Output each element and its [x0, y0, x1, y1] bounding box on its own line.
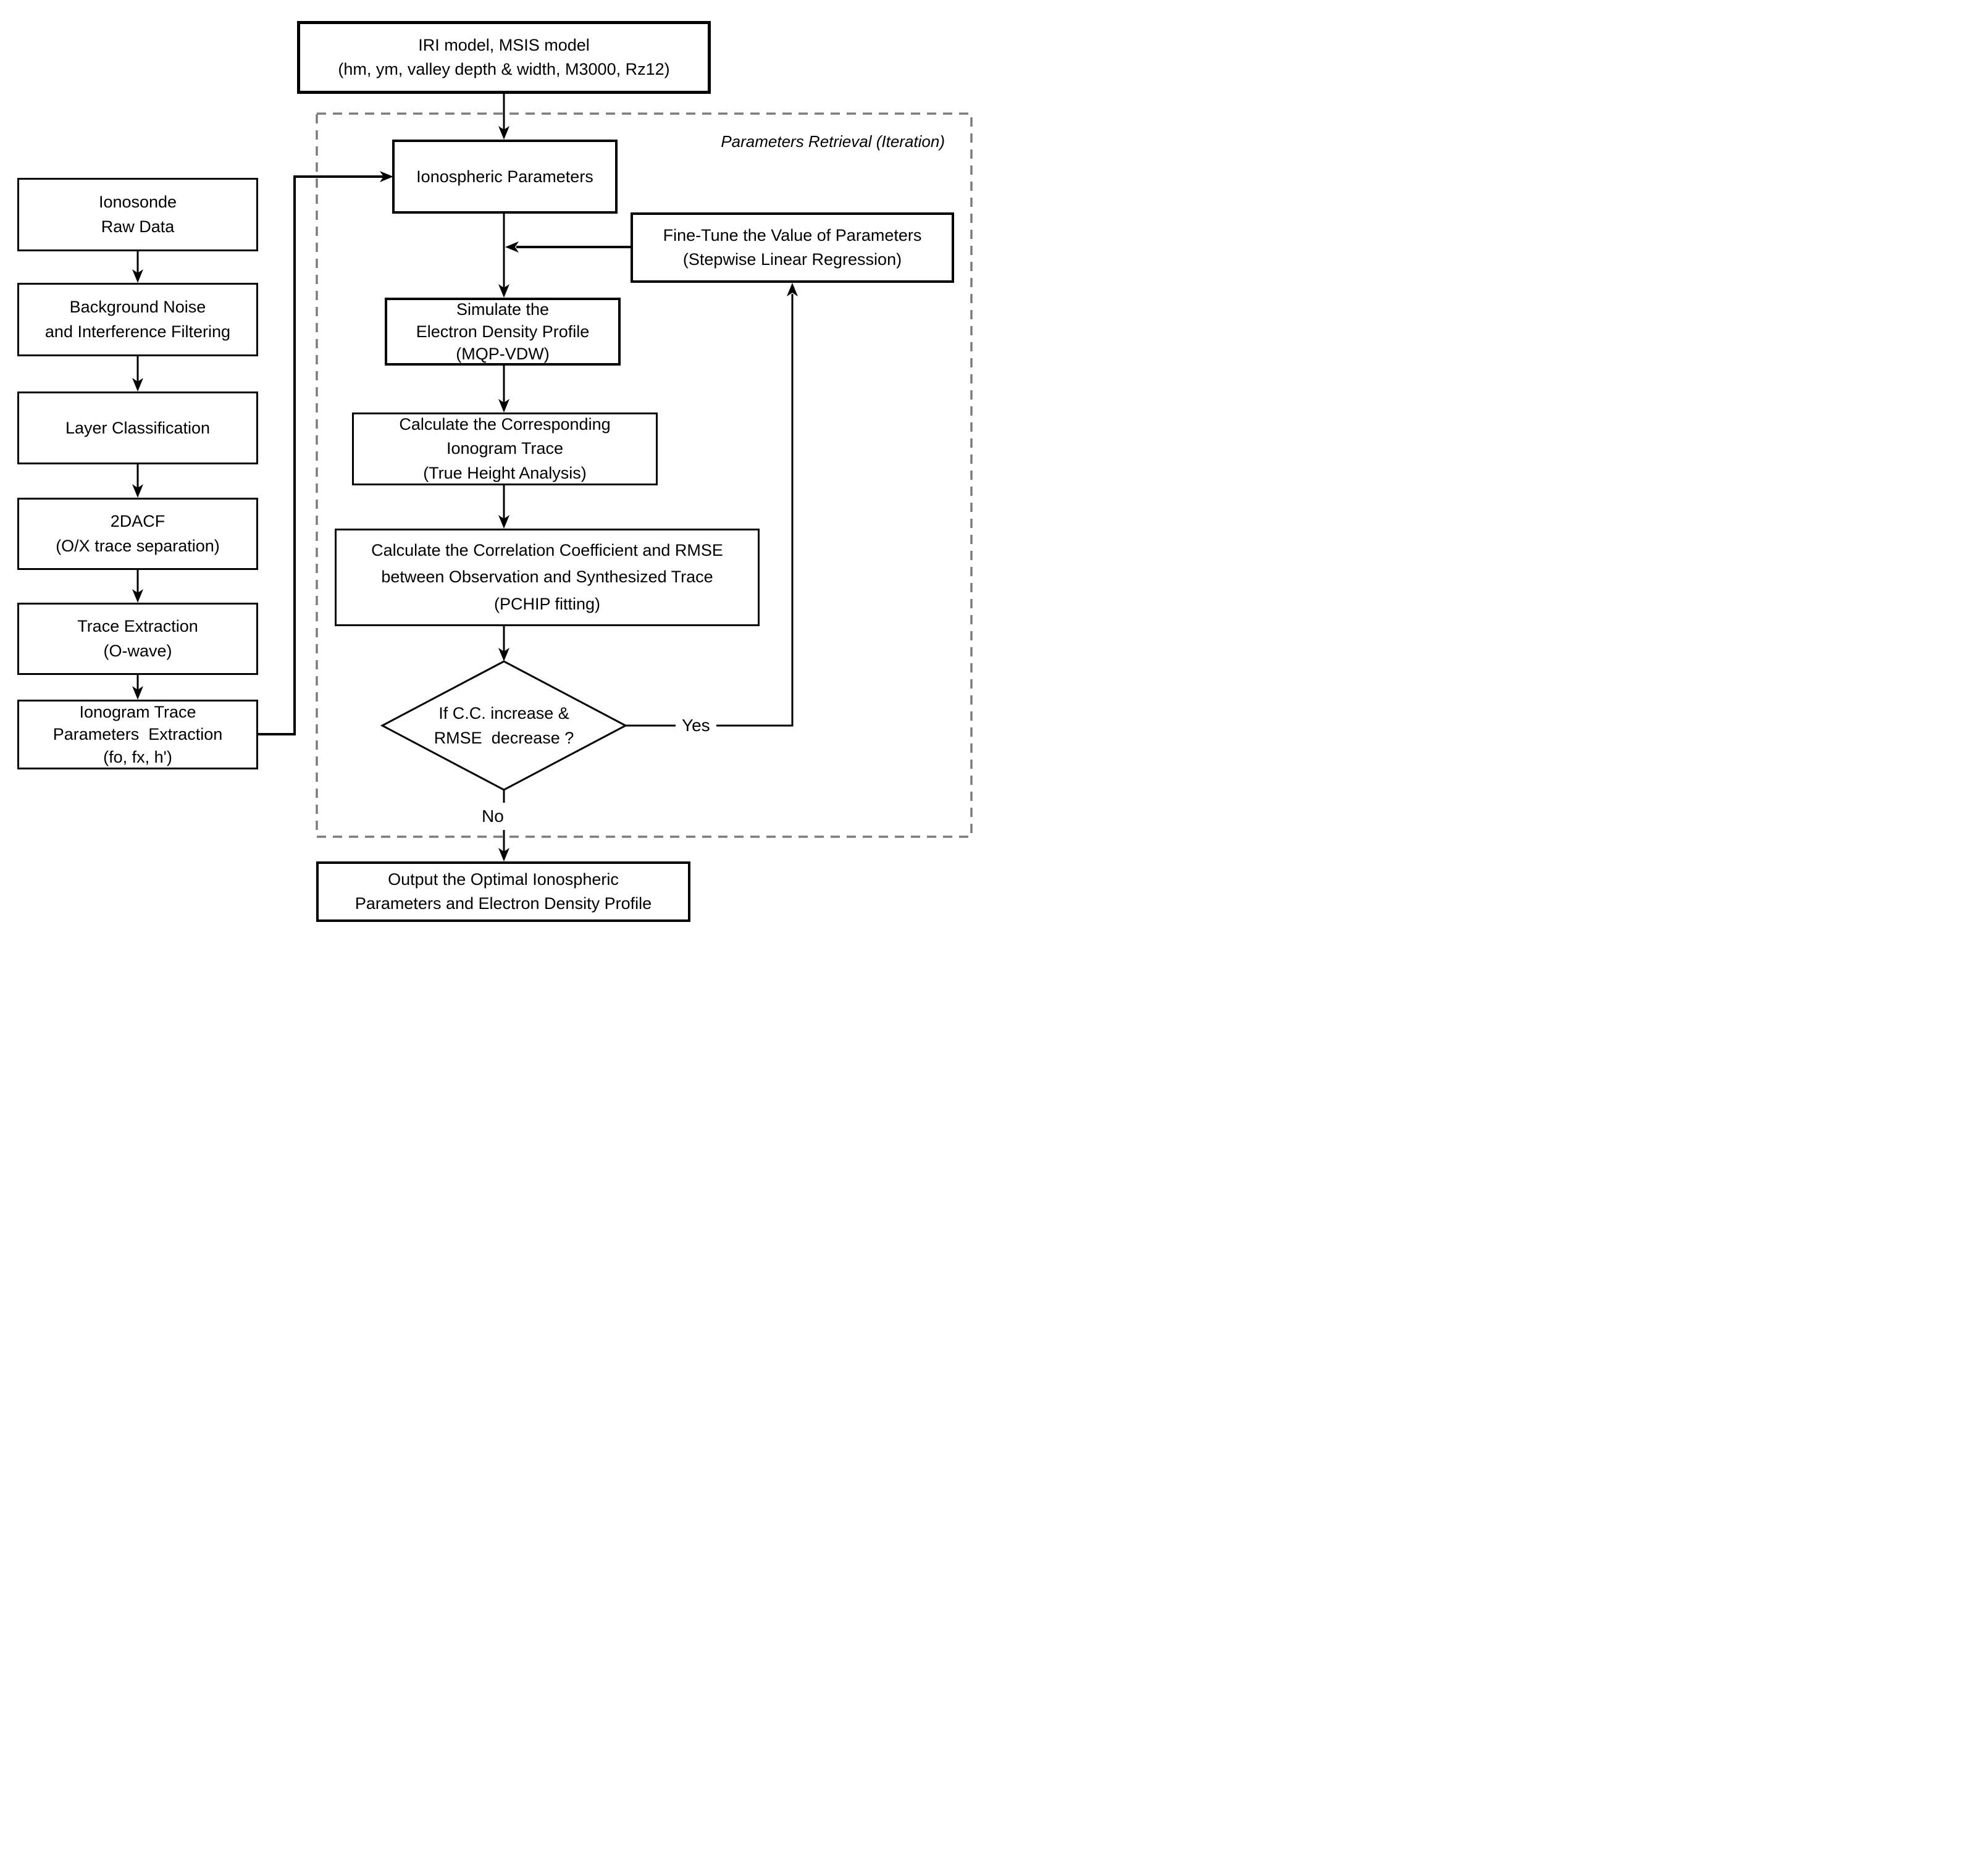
arrow-finetune-to-junction [505, 241, 631, 253]
node-calculate-cc-rmse: Calculate the Correlation Coefficient an… [335, 529, 760, 626]
arrow-ionosonde-to-background [132, 251, 143, 283]
decision-text: If C.C. increase & RMSE decrease ? [434, 703, 574, 748]
arrow-trace-to-ionogram-params [132, 675, 143, 700]
node-2dacf: 2DACF (O/X trace separation) [17, 498, 258, 570]
node-ionospheric-parameters: Ionospheric Parameters [392, 140, 618, 214]
arrow-calc-cc-to-decision [498, 626, 509, 661]
node-ionogram-trace-parameters: Ionogram Trace Parameters Extraction (fo… [17, 700, 258, 769]
node-background-noise-filtering: Background Noise and Interference Filter… [17, 283, 258, 356]
edge-label-no: No [476, 803, 510, 830]
iteration-region-label: Parameters Retrieval (Iteration) [721, 132, 945, 151]
arrow-simulate-to-calc-trace [498, 366, 509, 412]
edge-label-yes: Yes [676, 711, 716, 740]
node-ionosonde-raw-data: Ionosonde Raw Data [17, 178, 258, 251]
arrow-background-to-layer [132, 356, 143, 392]
arrow-dacf-to-trace [132, 570, 143, 603]
arrow-trace-params-to-ionospheric [258, 171, 393, 735]
node-fine-tune-parameters: Fine-Tune the Value of Parameters (Stepw… [631, 212, 954, 283]
arrow-layer-to-dacf [132, 464, 143, 498]
iteration-region-border [316, 112, 973, 838]
node-iri-msis-model: IRI model, MSIS model (hm, ym, valley de… [297, 21, 711, 94]
arrow-ionospheric-to-simulate [498, 214, 509, 298]
arrow-calc-trace-to-calc-cc [498, 485, 509, 529]
arrow-iri-to-ionospheric [498, 93, 509, 140]
node-calculate-ionogram-trace: Calculate the Corresponding Ionogram Tra… [352, 412, 658, 485]
arrow-decision-yes-to-finetune [626, 283, 798, 727]
flowchart-canvas: Parameters Retrieval (Iteration) IRI mod… [0, 0, 985, 938]
node-simulate-electron-density: Simulate the Electron Density Profile (M… [385, 298, 621, 366]
node-trace-extraction: Trace Extraction (O-wave) [17, 603, 258, 675]
node-layer-classification: Layer Classification [17, 392, 258, 464]
node-output-optimal-parameters: Output the Optimal Ionospheric Parameter… [316, 861, 690, 922]
